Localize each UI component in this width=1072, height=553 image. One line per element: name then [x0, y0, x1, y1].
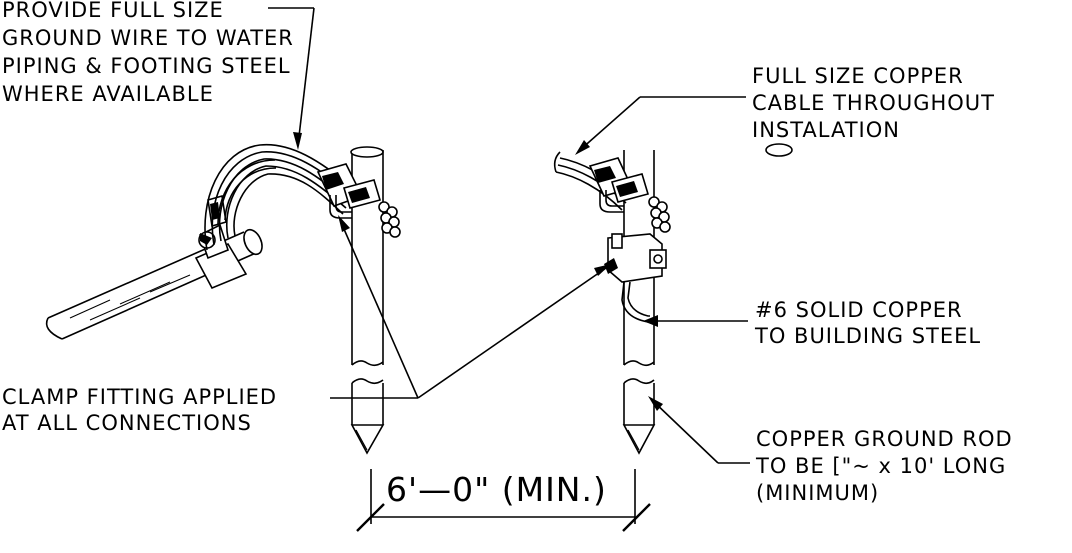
label-provide-ground-wire-line-4: WHERE AVAILABLE — [2, 82, 214, 106]
label-copper-ground-rod: COPPER GROUND ROD TO BE ["~ x 10' LONG (… — [755, 427, 1013, 505]
left-ground-rod — [350, 146, 385, 455]
label-provide-ground-wire: PROVIDE FULL SIZE GROUND WIRE TO WATER P… — [2, 0, 294, 106]
label-copper-ground-rod-line-3: (MINIMUM) — [756, 481, 879, 505]
leader-provide-ground-wire — [268, 7, 315, 150]
label-full-size-copper-cable-line-2: CABLE THROUGHOUT — [752, 91, 995, 115]
label-provide-ground-wire-line-3: PIPING & FOOTING STEEL — [2, 54, 291, 78]
label-solid-copper-line-2: TO BUILDING STEEL — [754, 324, 981, 348]
label-clamp-fitting-line-2: AT ALL CONNECTIONS — [2, 411, 252, 435]
label-clamp-fitting-line-1: CLAMP FITTING APPLIED — [2, 385, 277, 409]
left-cable-ends — [378, 201, 401, 238]
label-full-size-copper-cable: FULL SIZE COPPER CABLE THROUGHOUT INSTAL… — [752, 64, 995, 142]
right-cable-ends — [648, 196, 671, 233]
dimension-label: 6'—0" (MIN.) — [386, 470, 607, 509]
label-clamp-fitting: CLAMP FITTING APPLIED AT ALL CONNECTIONS — [2, 385, 277, 435]
label-full-size-copper-cable-line-1: FULL SIZE COPPER — [752, 64, 964, 88]
leader-copper-ground-rod — [648, 396, 750, 464]
label-provide-ground-wire-line-2: GROUND WIRE TO WATER — [2, 26, 294, 50]
label-copper-ground-rod-line-2: TO BE ["~ x 10' LONG — [755, 454, 1006, 478]
small-oval-mark — [765, 143, 793, 157]
label-provide-ground-wire-line-1: PROVIDE FULL SIZE — [2, 0, 224, 22]
label-solid-copper: #6 SOLID COPPER TO BUILDING STEEL — [754, 298, 981, 348]
label-full-size-copper-cable-line-3: INSTALATION — [752, 118, 900, 142]
right-cable-bundle — [553, 151, 671, 233]
left-cable-bundle — [204, 143, 401, 251]
leader-clamp-fitting — [330, 215, 611, 399]
label-solid-copper-line-1: #6 SOLID COPPER — [755, 298, 963, 322]
label-copper-ground-rod-line-1: COPPER GROUND ROD — [756, 427, 1013, 451]
building-steel-clamp — [604, 233, 667, 323]
leader-full-size-copper-cable — [575, 96, 746, 155]
dimension-line — [356, 469, 651, 532]
water-pipe — [45, 228, 263, 340]
leader-solid-copper — [643, 315, 748, 327]
